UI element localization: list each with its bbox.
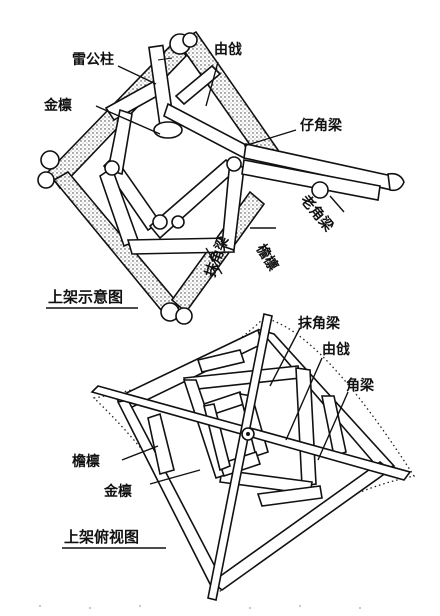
label-golden-purlin-top: 金檩 — [43, 97, 72, 114]
label-corner-beam-plan: 角梁 — [346, 377, 375, 394]
label-hip-ridge-plan: 由戗 — [322, 341, 350, 358]
label-eave-purlin-plan: 檐檩 — [72, 453, 100, 470]
plan-corner-beam-cross — [90, 313, 412, 601]
label-eave-purlin-top: 檐檩 — [253, 241, 282, 274]
label-secondary-corner-beam: 仔角梁 — [300, 117, 343, 134]
bottom-caption: 上架俯视图 — [64, 528, 139, 546]
plan-eave-purlins — [114, 328, 396, 592]
label-diagonal-beam-plan: 抹角梁 — [298, 315, 341, 332]
top-caption: 上架示意图 — [48, 288, 123, 306]
golden-purlin-frame — [99, 76, 245, 255]
top-leader-lines — [95, 61, 345, 275]
label-hip-ridge-top: 由戗 — [214, 41, 242, 58]
corner-beams — [241, 143, 405, 201]
bottom-leader-lines — [121, 327, 349, 485]
upper-frame-perspective: 雷公柱 金檩 由戗 仔角梁 老角梁 檐檩 抹角梁 上架示意图 — [37, 30, 405, 325]
upper-frame-plan-view: 抹角梁 由戗 角梁 檐檩 金檩 上架俯视图 — [62, 313, 416, 601]
plan-golden-purlins — [147, 349, 347, 507]
label-golden-purlin-plan: 金檩 — [103, 483, 132, 500]
label-king-post: 雷公柱 — [72, 51, 114, 68]
scan-artifacts — [39, 605, 361, 609]
